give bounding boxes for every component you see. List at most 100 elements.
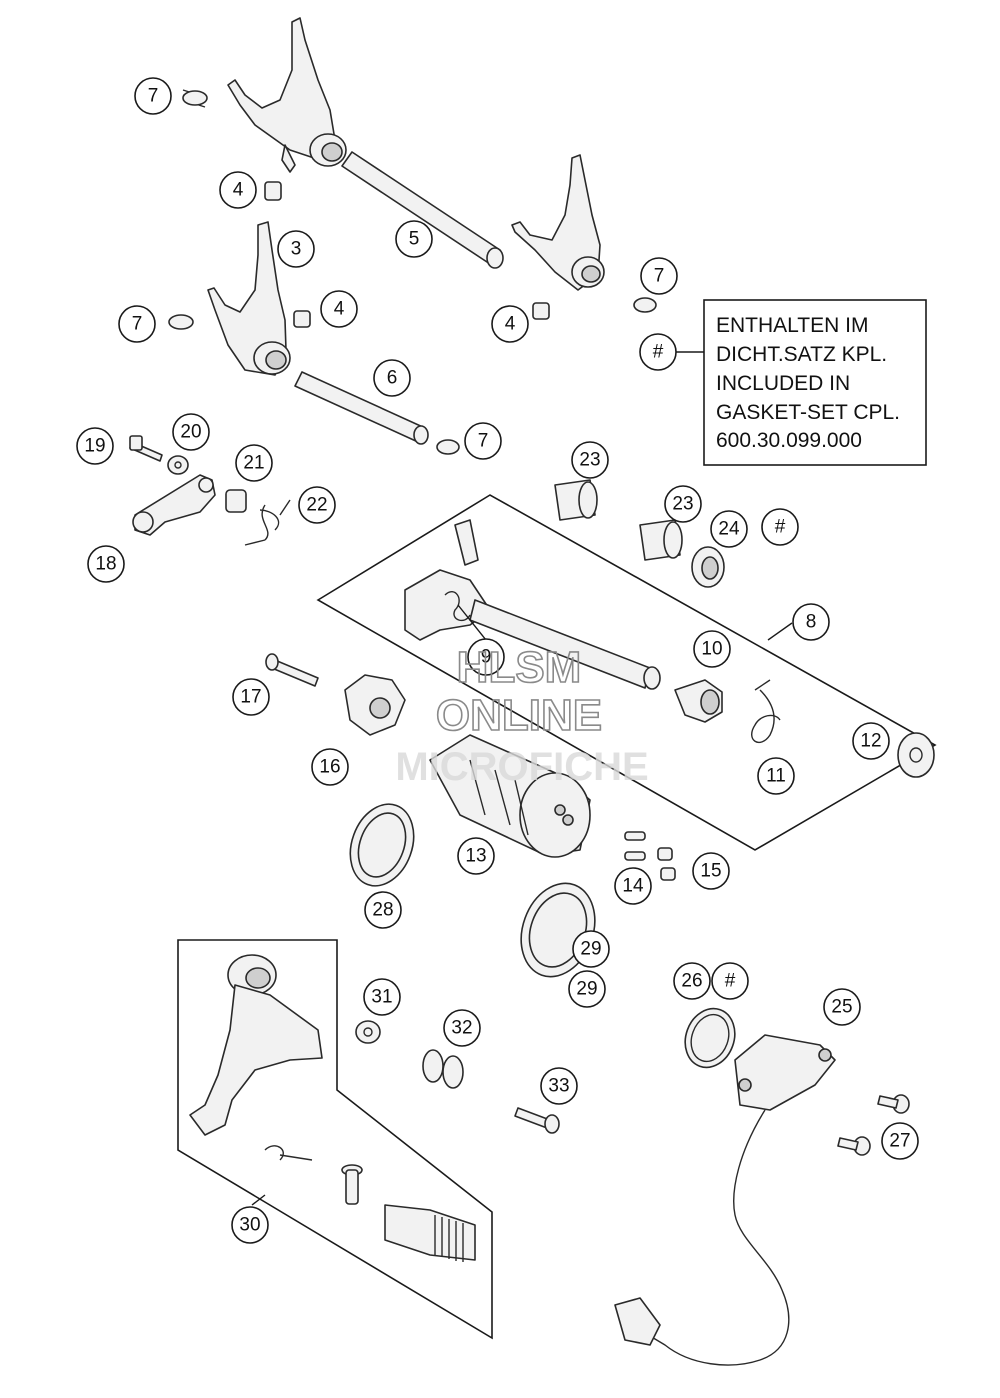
callout-label: 7: [132, 314, 143, 335]
bearing-28: [349, 803, 415, 887]
callout[interactable]: 13: [457, 837, 495, 875]
screw-33: [514, 1107, 560, 1134]
callout[interactable]: 29: [568, 970, 606, 1008]
bolt-19: [129, 435, 163, 462]
callout[interactable]: 4: [219, 171, 257, 209]
shift-shaft-8: [404, 519, 661, 690]
callout[interactable]: 30: [231, 1206, 269, 1244]
callout[interactable]: 32: [443, 1009, 481, 1047]
callout-label: 22: [306, 495, 327, 516]
callout-label: 23: [579, 450, 600, 471]
callout[interactable]: 4: [320, 290, 358, 328]
callout[interactable]: 5: [395, 220, 433, 258]
callout[interactable]: 7: [134, 77, 172, 115]
callout-label: 23: [672, 494, 693, 515]
callout[interactable]: 7: [118, 305, 156, 343]
sleeve-21: [225, 489, 247, 513]
callout[interactable]: 31: [363, 978, 401, 1016]
note-line-4: GASKET-SET CPL.: [716, 401, 900, 424]
leader-30: [251, 1194, 266, 1206]
callout-label: 14: [622, 876, 644, 897]
seal-ring-24: [691, 546, 725, 588]
callout-label: 9: [481, 647, 492, 668]
roller-4-b: [293, 310, 311, 328]
shift-tip: [384, 1204, 476, 1262]
callout[interactable]: 25: [823, 988, 861, 1026]
callout[interactable]: 12: [852, 722, 890, 760]
callout[interactable]: 23: [664, 485, 702, 523]
shift-fork-3: [207, 221, 291, 376]
callout[interactable]: 23: [571, 441, 609, 479]
callout-label: 3: [291, 239, 302, 260]
note-line-3: INCLUDED IN: [716, 372, 850, 395]
callout[interactable]: #: [711, 962, 749, 1000]
lock-washers-32: [422, 1049, 464, 1089]
callout-label: 28: [372, 900, 393, 921]
callout-label: 24: [718, 519, 740, 540]
gear-position-sensor-25: [639, 1034, 836, 1366]
spring-11: [751, 679, 781, 744]
watermark-line-1: HLSM: [457, 643, 582, 692]
callout-label: 26: [681, 971, 702, 992]
callout-label: 15: [700, 861, 721, 882]
note-line-2: DICHT.SATZ KPL.: [716, 343, 887, 366]
callout[interactable]: 3: [277, 230, 315, 268]
note-line-5: 600.30.099.000: [716, 429, 862, 452]
callout[interactable]: 28: [364, 891, 402, 929]
callout[interactable]: 4: [491, 305, 529, 343]
return-spring-10: [674, 679, 723, 723]
callout-label: 16: [319, 757, 340, 778]
callout-label: 7: [654, 266, 665, 287]
callout[interactable]: #: [639, 333, 677, 371]
callout-label: 20: [180, 422, 201, 443]
callout-label: 32: [451, 1018, 472, 1039]
callout[interactable]: 22: [298, 486, 336, 524]
callout[interactable]: 7: [464, 422, 502, 460]
callout[interactable]: 7: [640, 257, 678, 295]
callout[interactable]: 14: [614, 867, 652, 905]
leader-8: [767, 622, 793, 641]
callout[interactable]: 10: [693, 630, 731, 668]
callout[interactable]: 20: [172, 413, 210, 451]
leader-9: [457, 604, 487, 641]
callout-label: 5: [409, 229, 420, 250]
callout-label: 7: [478, 431, 489, 452]
callout[interactable]: 27: [881, 1122, 919, 1160]
callout[interactable]: 17: [232, 678, 270, 716]
callout-label: 6: [387, 368, 398, 389]
pins-15: [657, 847, 676, 881]
callout[interactable]: 33: [540, 1067, 578, 1105]
callout[interactable]: 11: [757, 757, 795, 795]
callout-label: 10: [701, 639, 722, 660]
callout-label: 33: [548, 1076, 569, 1097]
shift-lever-group-box: [177, 939, 493, 1340]
callout[interactable]: 6: [373, 359, 411, 397]
callout-label: 17: [240, 687, 261, 708]
callout[interactable]: 19: [76, 427, 114, 465]
callout[interactable]: 15: [692, 852, 730, 890]
callout[interactable]: 9: [467, 638, 505, 676]
spring-7-d: [436, 439, 460, 455]
callout-label: 12: [860, 731, 881, 752]
callout[interactable]: 8: [792, 603, 830, 641]
washer-12: [897, 732, 935, 778]
bearing-23-b: [639, 519, 683, 561]
callout[interactable]: 21: [235, 444, 273, 482]
washer-20: [167, 455, 189, 475]
bearing-23-a: [554, 479, 598, 521]
callout-label: 30: [239, 1215, 260, 1236]
callout-label: 13: [465, 846, 486, 867]
callout-label: 4: [233, 180, 244, 201]
callout-label: 29: [580, 939, 601, 960]
roller-4-a: [264, 181, 282, 201]
callout[interactable]: 18: [87, 545, 125, 583]
spring-7-a: [182, 89, 208, 108]
callout[interactable]: #: [761, 508, 799, 546]
locking-lever-18: [132, 474, 216, 536]
callout[interactable]: 29: [572, 930, 610, 968]
watermark-line-2: ONLINE: [436, 691, 602, 740]
callout[interactable]: 26: [673, 962, 711, 1000]
screws-27: [837, 1094, 910, 1156]
callout[interactable]: 16: [311, 748, 349, 786]
callout[interactable]: 24: [710, 510, 748, 548]
